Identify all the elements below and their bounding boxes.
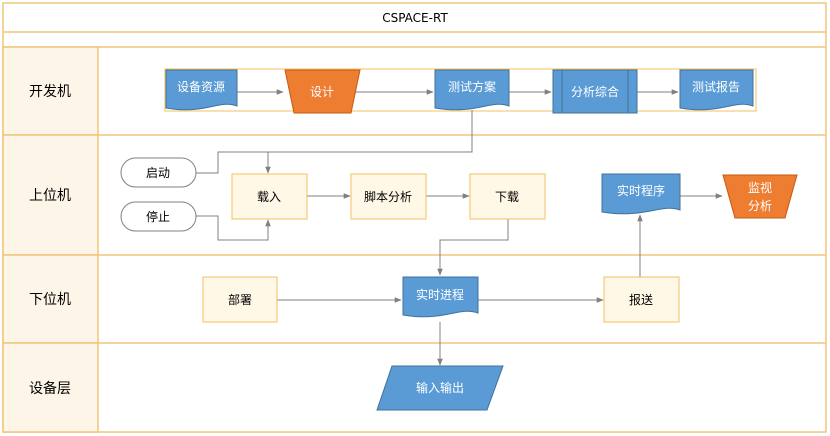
lane-label-bg-device: [2, 342, 99, 433]
node-rtprog-label: 实时程序: [617, 183, 665, 198]
diagram-title: CSPACE-RT: [382, 11, 448, 25]
lane-label-dev: 开发机: [29, 84, 71, 100]
node-start-label: 启动: [146, 166, 170, 180]
node-stop: 停止: [120, 201, 197, 232]
node-analysis: 分析综合: [552, 69, 638, 114]
node-rtproc: 实时进程: [402, 276, 479, 318]
node-report: 测试报告: [679, 69, 754, 111]
node-rtprog: 实时程序: [601, 173, 681, 215]
node-report-label: 测试报告: [692, 79, 740, 94]
node-deploy-label: 部署: [228, 292, 252, 307]
node-load: 载入: [231, 173, 308, 220]
title-bar: CSPACE-RT: [3, 11, 826, 48]
node-design: 设计: [284, 69, 361, 114]
lane-label-bg-dev: [2, 46, 99, 136]
lane-label-host: 上位机: [29, 188, 71, 204]
node-io: 输入输出: [376, 365, 504, 411]
lane-label-bg-host: [2, 134, 99, 256]
node-deploy: 部署: [202, 276, 278, 323]
connectors: [196, 89, 723, 366]
node-load-label: 载入: [257, 190, 281, 204]
node-plan-label: 测试方案: [448, 79, 496, 94]
edge-plan-load: [265, 110, 473, 174]
node-download: 下载: [469, 173, 546, 220]
node-rtproc-label: 实时进程: [416, 287, 464, 302]
node-monitor-label-2: 分析: [748, 199, 772, 213]
lane-label-device: 设备层: [29, 380, 71, 397]
node-analysis-label: 分析综合: [571, 84, 619, 99]
node-send: 报送: [603, 276, 680, 323]
edge-stop-load: [196, 215, 271, 241]
node-plan: 测试方案: [434, 69, 510, 111]
node-monitor-label-1: 监视: [748, 180, 772, 195]
node-script-label: 脚本分析: [364, 189, 412, 204]
swimlanes: 开发机 上位机 下位机 设备层: [2, 46, 826, 433]
edge-start-load: [196, 151, 268, 174]
node-download-label: 下载: [495, 190, 519, 204]
node-res-label: 设备资源: [177, 80, 225, 94]
node-monitor: 监视 分析: [722, 174, 798, 219]
node-send-label: 报送: [629, 292, 653, 307]
dev-lane-group: [164, 68, 757, 112]
node-res: 设备资源: [165, 69, 238, 111]
node-io-label: 输入输出: [416, 380, 464, 395]
node-script: 脚本分析: [350, 173, 427, 220]
node-design-label: 设计: [310, 85, 334, 99]
node-start: 启动: [120, 157, 197, 188]
lane-label-bg-lower: [2, 254, 99, 344]
node-stop-label: 停止: [146, 209, 170, 224]
lane-label-lower: 下位机: [29, 292, 71, 308]
edge-download-rtproc: [437, 219, 509, 276]
